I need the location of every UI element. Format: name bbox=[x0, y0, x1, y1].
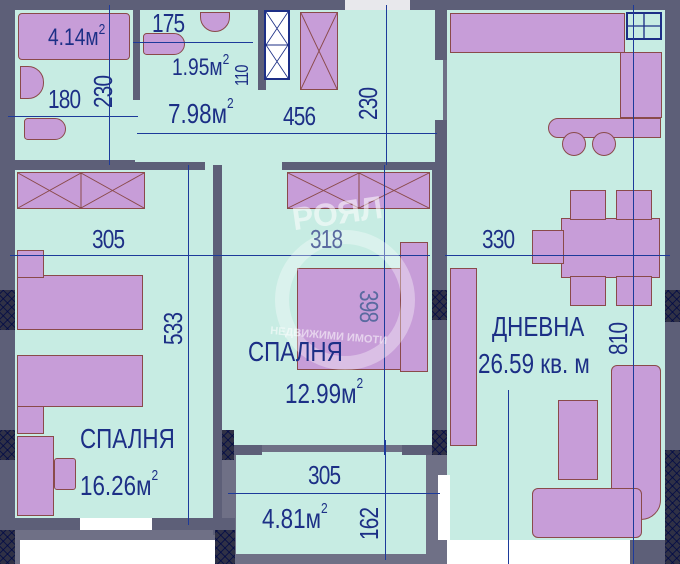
wall-bedrooms-top bbox=[15, 162, 205, 170]
terrace-right bbox=[447, 540, 630, 564]
wall-bedroom-mid-top bbox=[282, 162, 442, 170]
wall-left-outer bbox=[0, 0, 15, 564]
nightstand bbox=[17, 406, 44, 434]
bath-toilet bbox=[24, 118, 66, 140]
bath-dim-width: 180 bbox=[48, 84, 81, 114]
bed-mid-dim-width: 318 bbox=[310, 224, 343, 254]
hall-dim-width: 456 bbox=[283, 101, 316, 131]
wc-toilet bbox=[143, 33, 185, 55]
wall-bedrooms-divider bbox=[213, 165, 222, 535]
bathtub bbox=[18, 13, 130, 60]
dim-line-bath-v bbox=[109, 5, 110, 165]
window-bed-mid-lower bbox=[432, 430, 447, 455]
window-left-bottom bbox=[0, 530, 15, 564]
bedroom-middle-name: СПАЛНЯ bbox=[248, 336, 343, 367]
hall-dim-height: 230 bbox=[353, 87, 383, 120]
desk bbox=[17, 436, 54, 516]
wardrobe-bedroom-middle bbox=[287, 172, 430, 209]
dim-line-living-v bbox=[633, 5, 634, 564]
dining-chair-3 bbox=[570, 276, 606, 306]
bar-stool-1 bbox=[562, 132, 586, 156]
dim-line-bed-left-h bbox=[10, 255, 430, 256]
living-room-name: ДНЕВНА bbox=[492, 311, 585, 342]
window-right-upper bbox=[665, 290, 680, 322]
bed-left-dim-height: 533 bbox=[158, 312, 188, 345]
window-balcony-bottom bbox=[215, 530, 235, 564]
window-balcony-left bbox=[222, 430, 234, 460]
bed-1-headboard bbox=[17, 250, 44, 278]
living-dim-height: 810 bbox=[603, 322, 633, 355]
window-left-upper bbox=[0, 290, 15, 330]
wall-bed-mid-bottom-right bbox=[402, 445, 447, 455]
wardrobe-bedroom-left bbox=[17, 172, 145, 209]
bed-left-dim-width: 305 bbox=[92, 224, 125, 254]
dining-chair-2 bbox=[616, 190, 652, 220]
entrance-opening bbox=[345, 0, 410, 10]
bed-2 bbox=[17, 355, 143, 407]
wall-top-outer bbox=[0, 0, 680, 10]
wall-wc-shaft bbox=[258, 10, 266, 90]
window-right-lower bbox=[665, 450, 680, 564]
bedroom-middle-area: 12.99м2 bbox=[285, 375, 364, 409]
dim-line-living-inner bbox=[508, 390, 509, 564]
balcony-dim-height: 162 bbox=[354, 507, 384, 540]
window-bed-mid bbox=[432, 290, 447, 320]
utility-cabinet bbox=[300, 12, 338, 90]
terrace-left bbox=[20, 540, 215, 564]
wall-right-outer bbox=[665, 0, 680, 564]
bed-1 bbox=[17, 275, 143, 330]
hallway-area: 7.98м2 bbox=[168, 95, 234, 129]
bedroom-left-name: СПАЛНЯ bbox=[80, 423, 175, 454]
living-room-area: 26.59 кв. м bbox=[478, 348, 590, 379]
bed-mid-dim-height: 398 bbox=[354, 290, 384, 323]
dim-line-hall-h bbox=[137, 133, 437, 134]
kitchen-shaft bbox=[626, 12, 662, 40]
ventilation-shaft bbox=[264, 10, 290, 80]
wall-bath-wc bbox=[133, 10, 140, 100]
dim-line-balcony-v bbox=[385, 440, 386, 560]
dining-chair-5 bbox=[532, 230, 564, 264]
dim-line-bed-left-v bbox=[188, 165, 189, 525]
dim-line-wc-h bbox=[133, 42, 253, 43]
bath-sink bbox=[20, 66, 44, 99]
bathroom-area: 4.14м2 bbox=[48, 21, 106, 51]
wc-area: 1.95м2 bbox=[172, 51, 230, 81]
balcony-floor bbox=[236, 452, 426, 554]
wall-bed-mid-bottom bbox=[222, 445, 262, 455]
tv-unit bbox=[450, 268, 477, 446]
coffee-table bbox=[558, 400, 598, 480]
living-dim-width: 330 bbox=[482, 224, 515, 254]
window-left-lower bbox=[0, 430, 15, 460]
living-exit bbox=[438, 475, 450, 540]
sofa-horizontal bbox=[532, 488, 642, 538]
desk-chair bbox=[54, 458, 76, 490]
wc-dim-width: 175 bbox=[152, 8, 185, 38]
wc-dim-height: 110 bbox=[232, 65, 252, 86]
dining-chair-4 bbox=[616, 276, 652, 306]
dining-chair-1 bbox=[570, 190, 606, 220]
wall-hall-kitchen bbox=[435, 10, 447, 60]
bedroom-left-area: 16.26м2 bbox=[80, 467, 159, 501]
dim-line-balcony-h bbox=[228, 493, 440, 494]
dim-line-living-h bbox=[445, 255, 670, 256]
bath-dim-height: 230 bbox=[88, 75, 118, 108]
kitchen-counter-side bbox=[620, 52, 662, 118]
bedroom-left-balcony-door bbox=[80, 518, 152, 530]
bar-stool-2 bbox=[592, 132, 616, 156]
dim-line-hall-v bbox=[386, 5, 387, 165]
balcony-area: 4.81м2 bbox=[262, 500, 328, 534]
dim-line-bath-h bbox=[8, 116, 138, 117]
balcony-dim-width: 305 bbox=[308, 460, 341, 490]
wall-hall-kitchen-lower bbox=[435, 120, 447, 168]
kitchen-counter bbox=[450, 13, 625, 53]
dining-table bbox=[561, 218, 660, 278]
